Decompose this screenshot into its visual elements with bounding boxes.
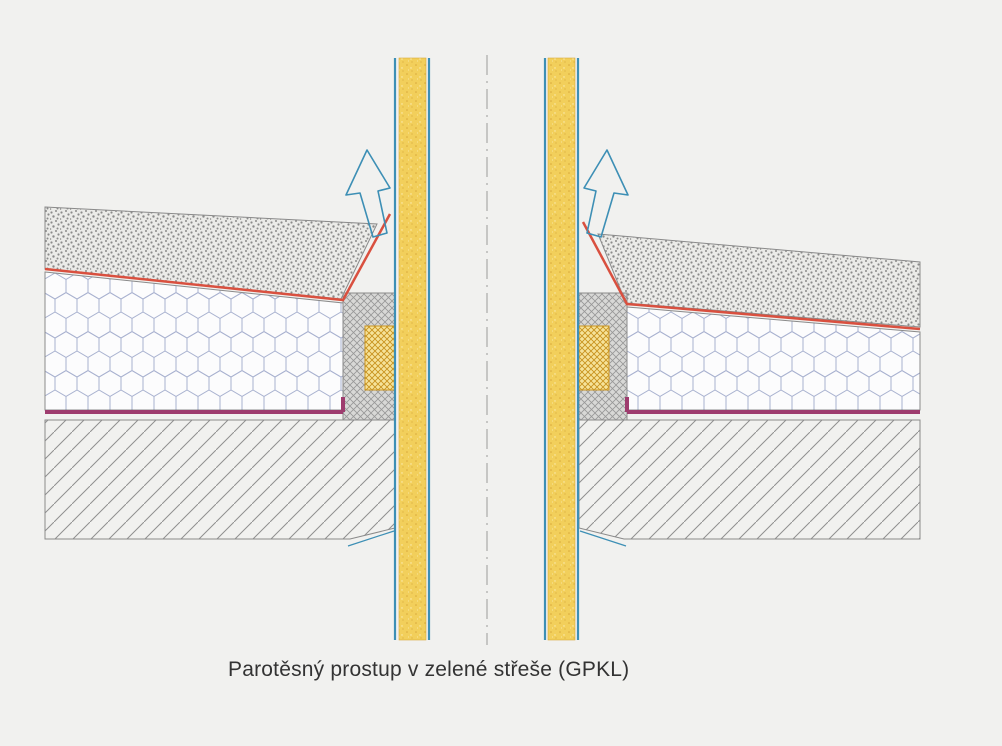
- drawing-caption: Parotěsný prostup v zelené střeše (GPKL): [228, 658, 630, 681]
- waterproofing-membrane-left: [44, 213, 392, 302]
- ceiling-foil-line-left: [347, 530, 395, 547]
- waterproofing-membrane-right: [581, 221, 921, 331]
- structural-deck-left: [44, 419, 396, 540]
- left-duct-wall: [393, 57, 431, 641]
- duct-insulation-right: [547, 57, 576, 641]
- structural-deck-right: [578, 419, 921, 540]
- airflow-arrow-left-icon: [345, 149, 391, 238]
- duct-insulation-left: [398, 57, 427, 641]
- left-roof-assembly: [44, 206, 396, 547]
- mineral-wool-right: [578, 325, 610, 391]
- airflow-arrow-right-icon: [583, 149, 629, 238]
- right-roof-assembly: [578, 221, 921, 547]
- gravel-substrate-right: [597, 233, 921, 328]
- mineral-wool-left: [364, 325, 396, 391]
- ceiling-foil-line-right: [579, 530, 627, 547]
- right-duct-wall: [543, 57, 580, 641]
